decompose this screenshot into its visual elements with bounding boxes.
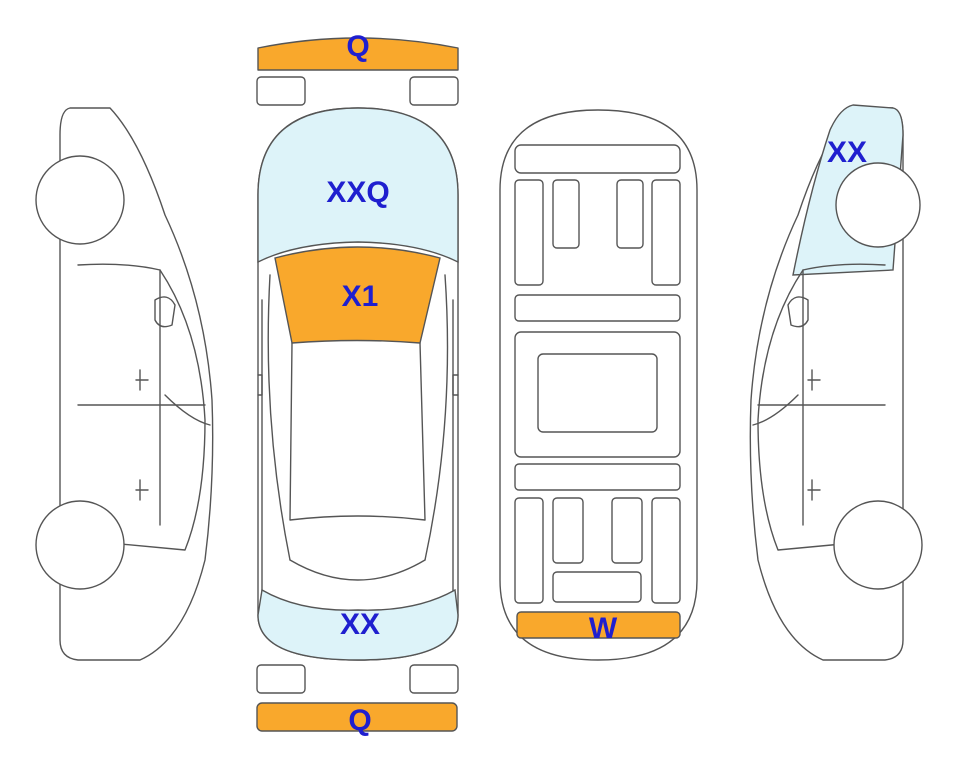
underbody-front-left-box: [552, 179, 580, 249]
front-headlight-left: [256, 76, 306, 106]
label-hood: XXQ: [326, 176, 389, 209]
damage-labels: Q XXQ X1 XX Q W XX: [326, 30, 867, 737]
right-side-body-outline: [749, 107, 904, 661]
left-door-curve: [267, 274, 291, 561]
rear-light-right: [409, 664, 459, 694]
car-top-view: [256, 37, 459, 732]
underbody-front-left-rail: [514, 179, 544, 286]
right-side-handle-2: [807, 479, 821, 501]
underbody-cross-bar-2: [514, 463, 681, 491]
left-side-window-line: [77, 263, 206, 551]
left-mirror-top: [257, 374, 263, 396]
underbody-rear-left-rail: [514, 497, 544, 604]
right-door-curve: [424, 274, 449, 561]
label-rear-bumper: Q: [348, 704, 371, 737]
underbody-rear-right-rail: [651, 497, 681, 604]
rear-window-panel: [257, 588, 459, 661]
left-side-rear-wheel: [35, 500, 125, 590]
label-right-side-front-fender: XX: [827, 136, 867, 169]
underbody-mid-frame: [514, 331, 681, 458]
underbody-center-plate: [537, 353, 658, 433]
right-side-front-wheel: [835, 162, 921, 248]
left-side-pillar: [164, 394, 211, 426]
underbody-rear-left-box: [552, 497, 584, 564]
left-side-front-wheel: [35, 155, 125, 245]
label-front-bumper: Q: [346, 30, 369, 63]
rear-light-left: [256, 664, 306, 694]
underbody-front-right-box: [616, 179, 644, 249]
front-bumper: [257, 37, 459, 71]
right-mirror-top: [452, 374, 459, 396]
label-rear-window: XX: [340, 608, 380, 641]
car-underbody-view: [499, 109, 698, 661]
left-side-handle-2: [135, 479, 149, 501]
label-underbody-rear: W: [589, 612, 618, 645]
left-side-body-outline: [59, 107, 214, 661]
right-side-window-line: [757, 263, 886, 551]
underbody-rear-panel: [516, 611, 681, 639]
roof-outline: [289, 342, 426, 521]
car-left-side-view: [35, 107, 214, 661]
right-side-handle-1: [807, 369, 821, 391]
underbody-rear-box: [552, 571, 642, 603]
label-windshield: X1: [342, 280, 379, 313]
rear-bumper: [256, 702, 458, 732]
underbody-cross-bar-1: [514, 294, 681, 322]
left-side-mirror: [154, 296, 176, 328]
right-side-mirror: [787, 296, 809, 328]
underbody-front-bar: [514, 144, 681, 174]
right-side-rear-wheel: [833, 500, 923, 590]
underbody-rear-right-box: [611, 497, 643, 564]
car-right-side-view: [749, 104, 923, 661]
front-headlight-right: [409, 76, 459, 106]
right-side-pillar: [752, 394, 799, 426]
left-side-handle-1: [135, 369, 149, 391]
windshield-panel: [274, 246, 441, 344]
hood-panel: [257, 107, 459, 264]
underbody-front-right-rail: [651, 179, 681, 286]
rear-window-inner: [289, 559, 426, 581]
underbody-outline: [499, 109, 698, 661]
